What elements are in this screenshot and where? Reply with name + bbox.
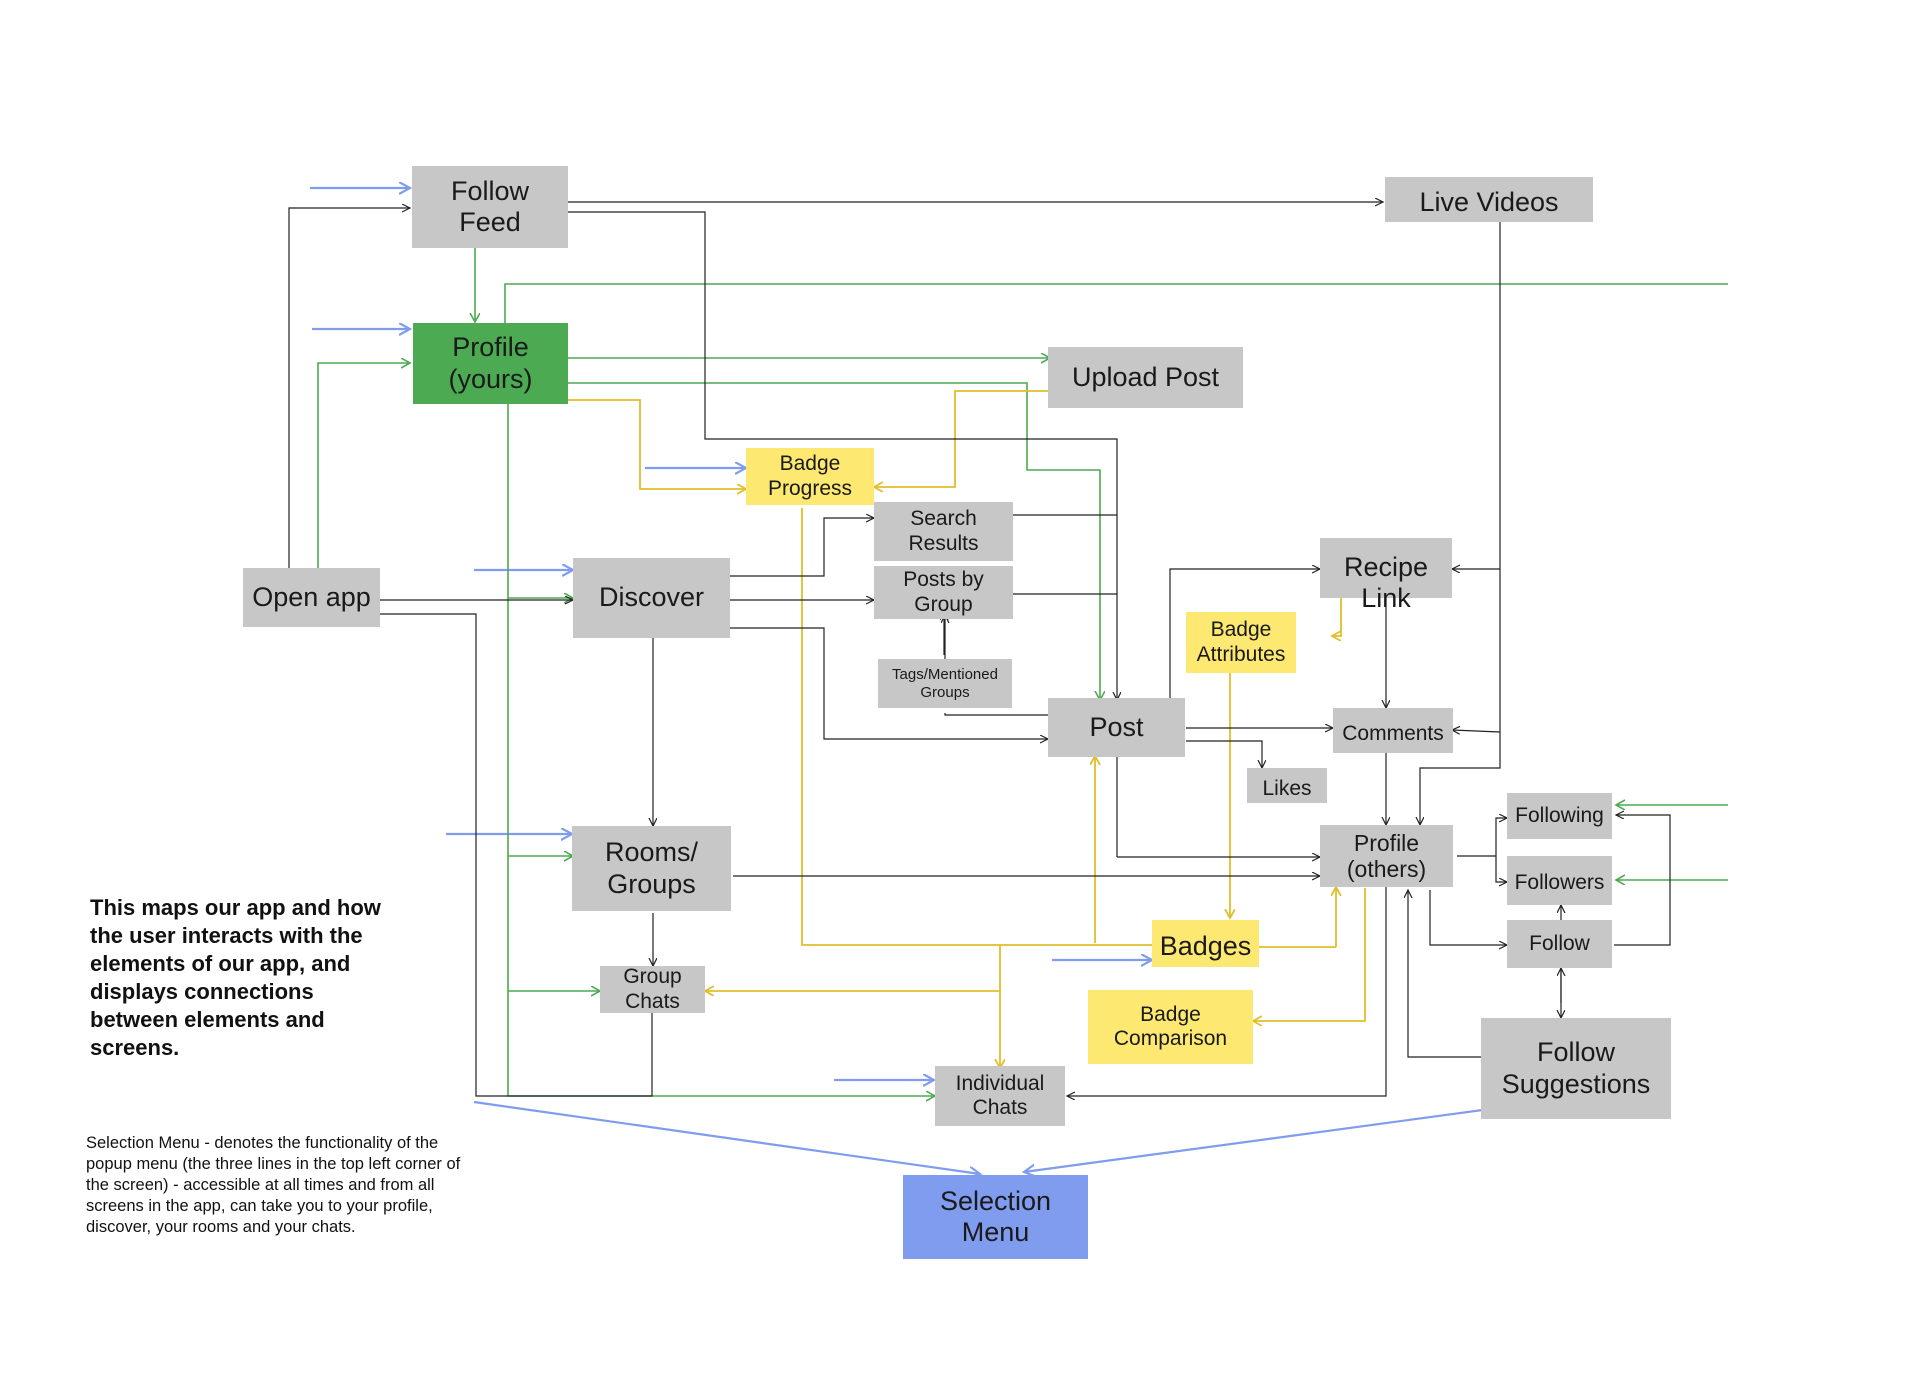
general-links [288,202,1671,1096]
node-comments: Comments [1333,708,1453,753]
node-selection-menu: Selection Menu [903,1175,1088,1259]
node-live-videos: Live Videos [1385,177,1593,222]
node-following: Following [1507,793,1612,839]
node-upload-post: Upload Post [1048,347,1243,408]
node-follow: Follow [1507,920,1612,968]
node-discover: Discover [573,558,730,638]
node-badge-attributes: Badge Attributes [1186,612,1296,673]
node-tags-mentioned-groups: Tags/Mentioned Groups [878,659,1012,708]
node-group-chats: Group Chats [600,965,705,1013]
nav-arrows [310,188,1528,1174]
node-follow-suggestions: Follow Suggestions [1481,1018,1671,1119]
selection-menu-note: Selection Menu - denotes the functionali… [86,1134,461,1236]
node-rooms-groups: Rooms/ Groups [572,826,731,911]
node-profile-yours: Profile (yours) [413,323,568,404]
node-individual-chats: Individual Chats [935,1066,1065,1126]
node-badge-progress: Badge Progress [746,448,874,505]
node-followers: Followers [1507,856,1612,905]
node-profile-others: Profile (others) [1320,825,1453,887]
diagram-description: This maps our app and how the user inter… [90,895,381,1060]
node-search-results: Search Results [874,502,1013,561]
node-open-app: Open app [243,568,380,627]
node-likes: Likes [1247,768,1327,803]
profile-links [317,248,1728,1096]
node-badge-comparison: Badge Comparison [1088,990,1253,1064]
node-post: Post [1048,698,1185,757]
node-follow-feed: Follow Feed [412,166,568,248]
node-posts-by-group: Posts by Group [874,566,1013,619]
node-badges: Badges [1152,920,1259,967]
node-recipe-link: Recipe Link [1320,538,1452,613]
